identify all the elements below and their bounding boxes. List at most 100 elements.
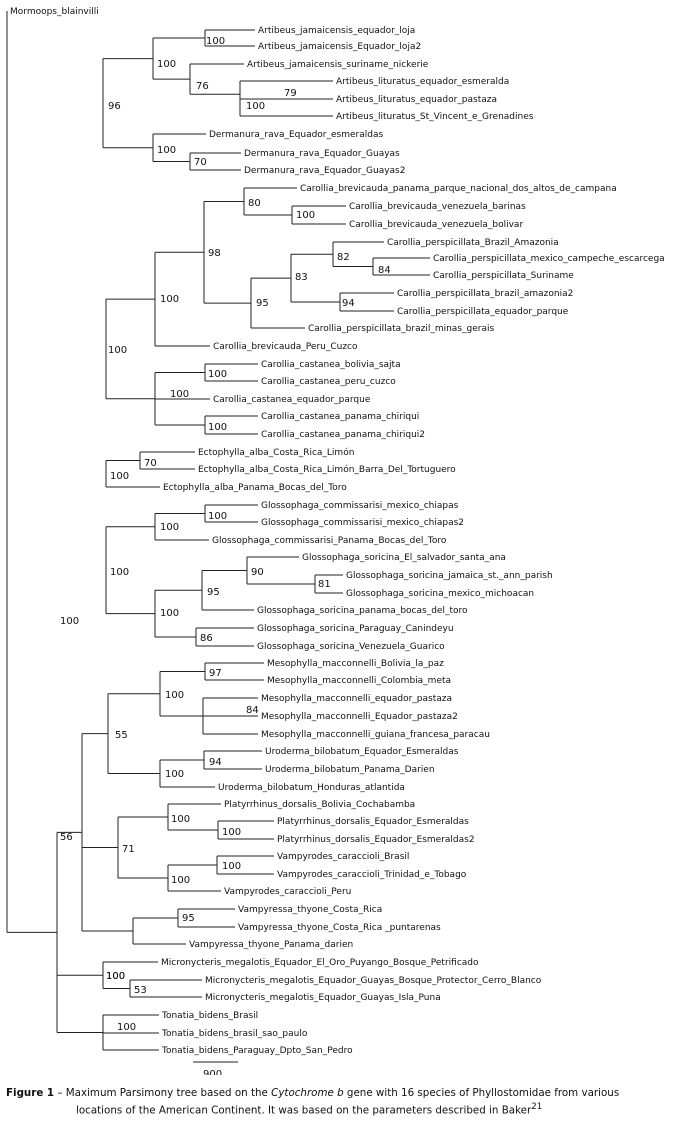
taxon-label: Mesophylla_macconnelli_equador_pastaza <box>261 694 452 704</box>
bootstrap-value: 95 <box>207 587 220 598</box>
scale-bar-label: 900 <box>203 1069 222 1075</box>
caption-text-2: gene with 16 species of Phyllostomidae f… <box>343 1087 620 1099</box>
figure-label: Figure 1 <box>6 1087 55 1099</box>
bootstrap-value: 84 <box>378 265 391 276</box>
bootstrap-value: 55 <box>115 730 128 741</box>
bootstrap-value: 56 <box>60 832 73 843</box>
bootstrap-value: 100 <box>106 971 125 982</box>
bootstrap-value: 100 <box>222 861 241 872</box>
bootstrap-value: 100 <box>208 422 227 433</box>
taxon-label: Artibeus_lituratus_equador_pastaza <box>336 95 497 105</box>
taxon-label: Ectophylla_alba_Panama_Bocas_del_Toro <box>163 483 347 493</box>
caption-line-2: locations of the American Continent. It … <box>76 1104 532 1117</box>
taxon-label: Carollia_brevicauda_panama_parque_nacion… <box>300 184 617 194</box>
taxon-label: Glossophaga_soricina_mexico_michoacan <box>346 589 534 599</box>
taxon-label: Glossophaga_commissarisi_mexico_chiapas2 <box>261 518 464 528</box>
taxon-label: Glossophaga_soricina_panama_bocas_del_to… <box>257 606 468 616</box>
taxon-label: Carollia_castanea_peru_cuzco <box>261 377 396 387</box>
taxon-label: Glossophaga_soricina_Venezuela_Guarico <box>257 642 445 652</box>
bootstrap-value: 100 <box>171 814 190 825</box>
bootstrap-value: 96 <box>108 101 121 112</box>
tree-leaf-labels: Mormoops_blainvilliArtibeus_jamaicensis_… <box>10 7 665 1056</box>
phylogenetic-tree: Mormoops_blainvilliArtibeus_jamaicensis_… <box>6 7 665 1075</box>
taxon-label: Micronycteris_megalotis_Equador_Guayas_B… <box>205 976 542 986</box>
taxon-label: Mesophylla_macconnelli_Equador_pastaza2 <box>261 712 458 722</box>
taxon-label: Vampyressa_thyone_Costa_Rica <box>238 905 382 915</box>
bootstrap-value: 70 <box>144 458 157 469</box>
taxon-label: Uroderma_bilobatum_Equador_Esmeraldas <box>265 747 459 757</box>
bootstrap-value: 100 <box>160 294 179 305</box>
taxon-label: Vampyressa_thyone_Panama_darien <box>189 940 353 950</box>
taxon-label: Dermanura_rava_Equador_esmeraldas <box>209 130 383 140</box>
taxon-label: Artibeus_jamaicensis_Equador_loja2 <box>258 42 421 52</box>
taxon-label: Tonatia_bidens_brasil_sao_paulo <box>161 1029 308 1039</box>
bootstrap-value: 100 <box>206 36 225 47</box>
bootstrap-value: 70 <box>194 157 207 168</box>
taxon-label: Mesophylla_macconnelli_Bolivia_la_paz <box>267 659 444 669</box>
taxon-label: Mormoops_blainvilli <box>10 7 99 17</box>
taxon-label: Platyrrhinus_dorsalis_Equador_Esmeraldas <box>277 817 469 827</box>
taxon-label: Dermanura_rava_Equador_Guayas <box>244 149 400 159</box>
bootstrap-value: 80 <box>248 198 261 209</box>
bootstrap-value: 100 <box>222 827 241 838</box>
taxon-label: Mesophylla_macconnelli_Colombia_meta <box>267 676 451 686</box>
scale-bar: 900 <box>193 1061 238 1075</box>
bootstrap-value: 94 <box>209 757 222 768</box>
taxon-label: Vampyrodes_caraccioli_Peru <box>224 887 351 897</box>
bootstrap-value: 100 <box>157 145 176 156</box>
taxon-label: Vampyrodes_caraccioli_Trinidad_e_Tobago <box>277 870 467 880</box>
bootstrap-value: 95 <box>182 913 195 924</box>
taxon-label: Glossophaga_soricina_El_salvador_santa_a… <box>302 553 506 563</box>
taxon-label: Carollia_perspicillata_brazil_amazonia2 <box>397 289 573 299</box>
taxon-label: Mesophylla_macconnelli_guiana_francesa_p… <box>261 730 490 740</box>
bootstrap-value: 79 <box>284 88 297 99</box>
bootstrap-value: 100 <box>171 875 190 886</box>
bootstrap-value: 100 <box>106 971 125 982</box>
caption-text-1: – Maximum Parsimony tree based on the <box>54 1087 272 1099</box>
taxon-label: Tonatia_bidens_Brasil <box>161 1011 258 1021</box>
bootstrap-value: 81 <box>318 579 331 590</box>
taxon-label: Carollia_castanea_bolivia_sajta <box>261 360 401 370</box>
taxon-label: Glossophaga_commissarisi_Panama_Bocas_de… <box>212 536 447 546</box>
figure-caption: Figure 1 – Maximum Parsimony tree based … <box>6 1086 692 1117</box>
bootstrap-value: 86 <box>200 633 213 644</box>
taxon-label: Ectophylla_alba_Costa_Rica_Limón <box>198 447 354 458</box>
taxon-label: Vampyressa_thyone_Costa_Rica _puntarenas <box>238 923 441 933</box>
taxon-label: Carollia_brevicauda_Peru_Cuzco <box>213 342 358 352</box>
bootstrap-value: 76 <box>196 81 209 92</box>
taxon-label: Carollia_castanea_equador_parque <box>213 395 371 405</box>
taxon-label: Vampyrodes_caraccioli_Brasil <box>277 852 409 862</box>
taxon-label: Platyrrhinus_dorsalis_Equador_Esmeraldas… <box>277 835 475 845</box>
taxon-label: Artibeus_jamaicensis_suriname_nickerie <box>247 60 429 70</box>
bootstrap-value: 95 <box>256 298 269 309</box>
bootstrap-value: 100 <box>165 690 184 701</box>
bootstrap-value: 100 <box>108 345 127 356</box>
bootstrap-value: 53 <box>134 985 147 996</box>
taxon-label: Carollia_perspicillata_mexico_campeche_e… <box>433 254 665 264</box>
taxon-label: Glossophaga_soricina_Paraguay_Canindeyu <box>257 624 454 634</box>
bootstrap-value: 90 <box>251 567 264 578</box>
bootstrap-value: 100 <box>170 389 189 400</box>
bootstrap-value: 100 <box>208 369 227 380</box>
bootstrap-value: 100 <box>160 522 179 533</box>
bootstrap-value: 100 <box>110 567 129 578</box>
taxon-label: Artibeus_lituratus_St_Vincent_e_Grenadin… <box>336 112 534 122</box>
bootstrap-value: 100 <box>157 59 176 70</box>
taxon-label: Micronycteris_megalotis_Equador_El_Oro_P… <box>161 958 479 968</box>
bootstrap-value: 100 <box>160 608 179 619</box>
taxon-label: Carollia_perspicillata_Brazil_Amazonia <box>387 238 559 248</box>
tree-branches <box>6 11 430 1051</box>
taxon-label: Tonatia_bidens_Paraguay_Dpto_San_Pedro <box>161 1046 353 1056</box>
taxon-label: Carollia_perspicillata_Suriname <box>433 271 574 281</box>
taxon-label: Carollia_perspicillata_brazil_minas_gera… <box>308 324 494 334</box>
taxon-label: Artibeus_lituratus_equador_esmeralda <box>336 77 509 87</box>
bootstrap-value: 100 <box>60 616 79 627</box>
caption-italic-gene: Cytochrome b <box>271 1087 344 1099</box>
taxon-label: Artibeus_jamaicensis_equador_loja <box>258 26 415 36</box>
taxon-label: Ectophylla_alba_Costa_Rica_Limón_Barra_D… <box>198 464 456 475</box>
bootstrap-value: 100 <box>246 101 265 112</box>
taxon-label: Uroderma_bilobatum_Honduras_atlantida <box>218 783 405 793</box>
bootstrap-value: 100 <box>110 471 129 482</box>
bootstrap-value: 83 <box>295 272 308 283</box>
taxon-label: Platyrrhinus_dorsalis_Bolivia_Cochabamba <box>224 800 415 810</box>
